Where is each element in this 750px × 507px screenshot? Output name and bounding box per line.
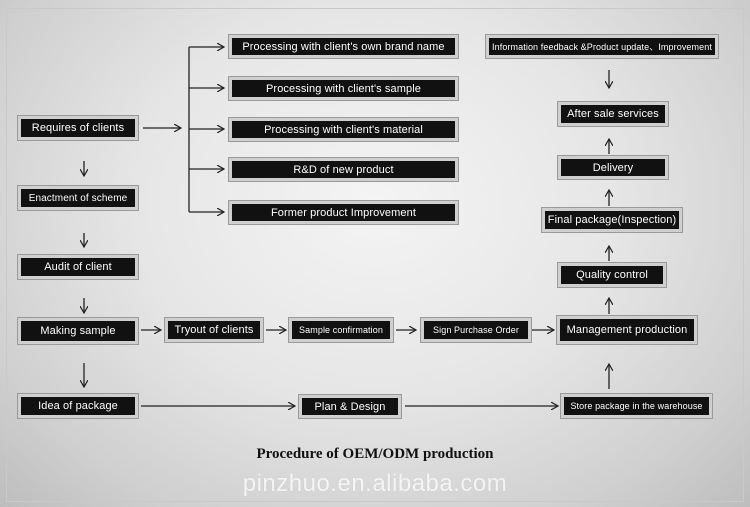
box-requires-of-clients: Requires of clients [17, 115, 139, 141]
box-management-production: Management production [556, 315, 698, 345]
box-processing-client-sample: Processing with client's sample [228, 76, 459, 101]
box-making-sample: Making sample [17, 317, 139, 345]
box-after-sale-services: After sale services [557, 101, 669, 127]
box-sign-purchase-order: Sign Purchase Order [420, 317, 532, 343]
box-tryout-of-clients: Tryout of clients [164, 317, 264, 343]
box-delivery: Delivery [557, 155, 669, 180]
frame [6, 8, 744, 502]
box-sample-confirmation: Sample confirmation [288, 317, 394, 343]
box-plan-and-design: Plan & Design [298, 394, 402, 419]
box-former-product-improvement: Former product Improvement [228, 200, 459, 225]
box-enactment-of-scheme: Enactment of scheme [17, 185, 139, 211]
box-final-package-inspection: Final package(Inspection) [541, 207, 683, 233]
watermark: pinzhuo.en.alibaba.com [242, 470, 508, 497]
box-audit-of-client: Audit of client [17, 254, 139, 280]
diagram-title: Procedure of OEM/ODM production [256, 446, 494, 462]
box-store-package-warehouse: Store package in the warehouse [560, 393, 713, 419]
box-idea-of-package: Idea of package [17, 393, 139, 419]
box-rnd-new-product: R&D of new product [228, 157, 459, 182]
box-processing-client-material: Processing with client's material [228, 117, 459, 142]
box-quality-control: Quality control [557, 262, 667, 288]
box-processing-brand-name: Processing with client's own brand name [228, 34, 459, 59]
box-information-feedback: Information feedback &Product update、Imp… [485, 34, 719, 59]
